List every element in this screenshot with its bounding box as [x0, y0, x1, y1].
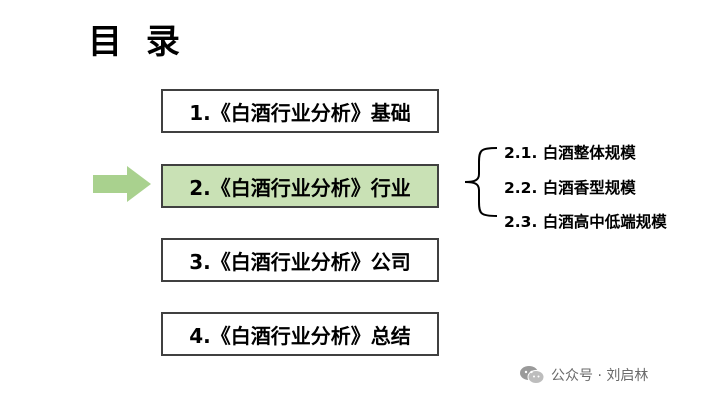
menu-item-label: 3.《白酒行业分析》公司	[189, 249, 411, 274]
menu-item-company[interactable]: 3.《白酒行业分析》公司	[161, 238, 439, 282]
brace-icon	[464, 147, 498, 217]
submenu-item-aroma-scale[interactable]: 2.2. 白酒香型规模	[504, 179, 636, 197]
menu-item-summary[interactable]: 4.《白酒行业分析》总结	[161, 312, 439, 356]
wechat-icon	[519, 365, 545, 385]
menu-item-label: 4.《白酒行业分析》总结	[189, 323, 411, 348]
menu-item-label: 1.《白酒行业分析》基础	[189, 100, 411, 125]
menu-item-industry[interactable]: 2.《白酒行业分析》行业	[161, 164, 439, 208]
current-section-arrow-icon	[93, 166, 151, 202]
watermark: 公众号 · 刘启林	[519, 365, 648, 385]
menu-item-basics[interactable]: 1.《白酒行业分析》基础	[161, 89, 439, 133]
menu-item-label: 2.《白酒行业分析》行业	[189, 175, 411, 200]
watermark-text: 公众号 · 刘启林	[551, 368, 649, 384]
page-title: 目 录	[88, 22, 186, 62]
submenu-item-tier-scale[interactable]: 2.3. 白酒高中低端规模	[504, 213, 667, 231]
submenu-item-overall-scale[interactable]: 2.1. 白酒整体规模	[504, 144, 636, 162]
